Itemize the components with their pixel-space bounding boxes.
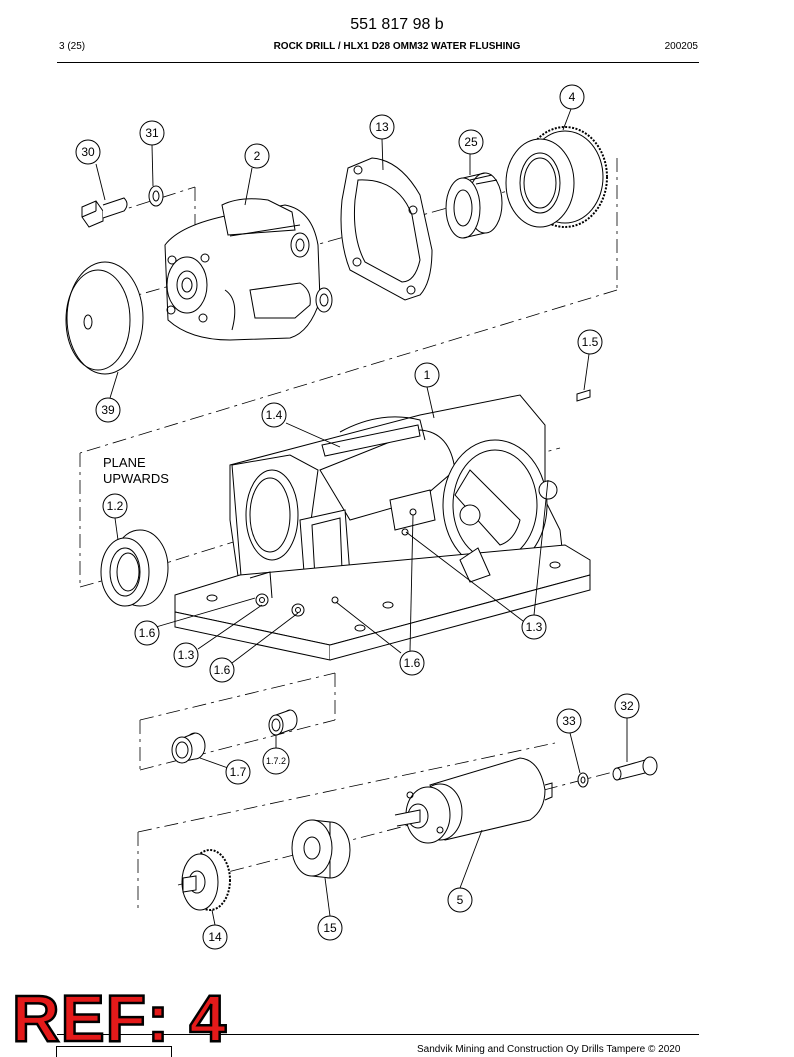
part-1-5-pin — [576, 389, 591, 402]
callout-31: 31 — [145, 126, 159, 140]
plane-note-line2: UPWARDS — [103, 471, 169, 486]
revision-date: 200205 — [664, 41, 698, 52]
part-15-spacer — [291, 819, 351, 879]
callout-1-3-left: 1.3 — [178, 648, 195, 662]
callout-33: 33 — [562, 714, 576, 728]
callout-14: 14 — [208, 930, 222, 944]
part-1-2-seal-ring — [100, 529, 169, 607]
ref-stamp: REF: 4 — [11, 981, 228, 1055]
callout-13: 13 — [375, 120, 389, 134]
callout-circles — [75, 84, 640, 950]
part-13-gasket — [340, 157, 433, 301]
callout-39: 39 — [101, 403, 115, 417]
callout-1: 1 — [424, 368, 431, 382]
part-1-main-body — [174, 394, 591, 661]
callout-15: 15 — [323, 921, 337, 935]
callout-1-6-middle: 1.6 — [214, 663, 231, 677]
part-30-bolt — [81, 197, 128, 228]
plane-upwards-note: PLANE UPWARDS — [103, 455, 169, 487]
callout-1-3-right: 1.3 — [526, 620, 543, 634]
part-31-washer — [148, 185, 164, 207]
callout-5: 5 — [457, 893, 464, 907]
callout-1-4: 1.4 — [266, 408, 283, 422]
footer-rule — [57, 1034, 699, 1035]
leader-lines — [95, 108, 628, 926]
callout-32: 32 — [620, 699, 634, 713]
callout-1-7-2: 1.7.2 — [266, 756, 286, 766]
plane-note-line1: PLANE — [103, 455, 146, 470]
callout-1-7: 1.7 — [230, 765, 247, 779]
callout-4: 4 — [569, 90, 576, 104]
part-5-motor — [394, 757, 553, 844]
part-39-cover — [65, 261, 144, 375]
part-4-gear — [505, 126, 608, 228]
callout-2: 2 — [254, 149, 261, 163]
callout-1-6-left: 1.6 — [139, 626, 156, 640]
page-title: ROCK DRILL / HLX1 D28 OMM32 WATER FLUSHI… — [273, 41, 521, 52]
callout-1-2: 1.2 — [107, 499, 124, 513]
callout-25: 25 — [464, 135, 478, 149]
part-32-bolt — [612, 756, 658, 781]
company-logo-partial — [56, 1046, 172, 1057]
part-25-bearing — [445, 172, 503, 239]
part-33-washer — [577, 772, 589, 788]
part-2-housing — [164, 198, 333, 341]
callout-1-6-right: 1.6 — [404, 656, 421, 670]
part-1-7-2-sleeve — [268, 709, 298, 736]
part-14-gear — [181, 849, 231, 911]
part-1-7-plug — [171, 732, 206, 764]
header-rule — [57, 62, 699, 63]
callout-labels: 4 31 13 30 25 2 1.5 1 39 1.4 1.2 1.3 1.6… — [81, 90, 634, 944]
document-number: 551 817 98 b — [350, 16, 444, 33]
callout-1-5: 1.5 — [582, 335, 599, 349]
callout-30: 30 — [81, 145, 95, 159]
copyright-text: Sandvik Mining and Construction Oy Drill… — [417, 1044, 681, 1055]
page-indicator: 3 (25) — [59, 41, 86, 52]
